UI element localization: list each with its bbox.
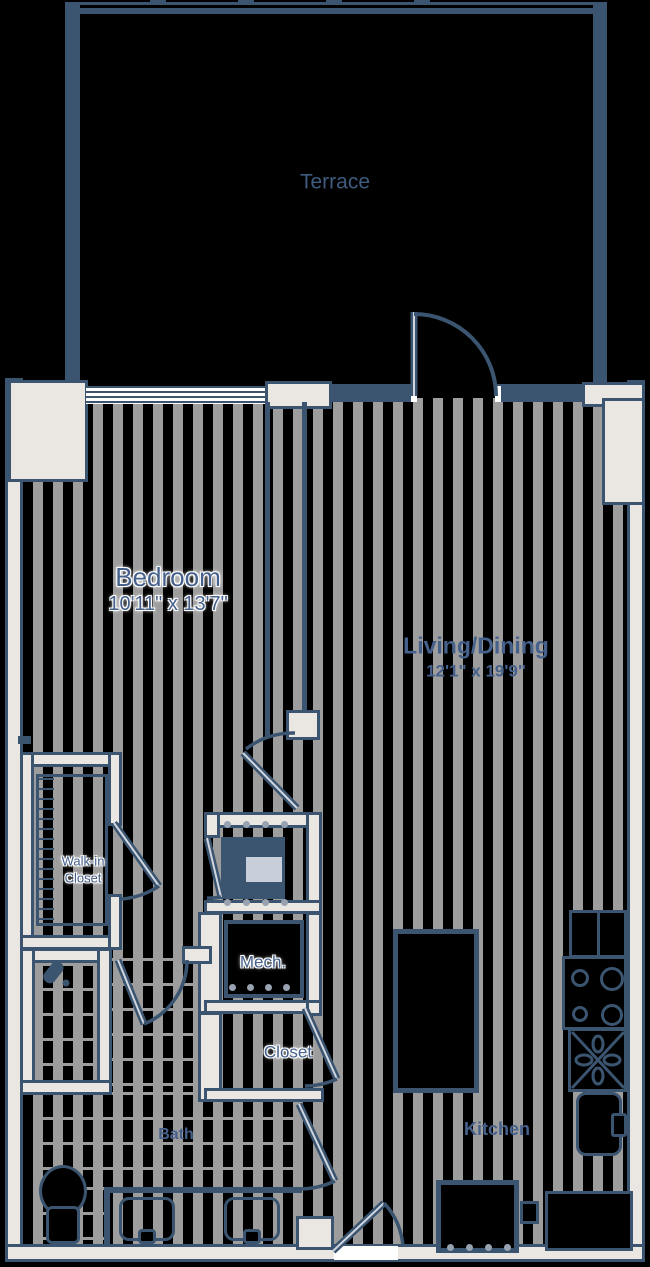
kitchen-faucet bbox=[611, 1113, 627, 1137]
hanger-dot bbox=[243, 899, 250, 906]
living-dining-label: Living/Dining bbox=[403, 632, 549, 659]
stove-burner bbox=[572, 1006, 588, 1022]
living-dining-dimensions: 12'1" x 19'9" bbox=[426, 661, 526, 681]
mech-dot bbox=[229, 984, 236, 991]
bedroom-dimensions: 10'11" x 13'7" bbox=[108, 593, 228, 615]
mech-dot bbox=[265, 984, 272, 991]
kitchen-island bbox=[393, 929, 479, 1093]
divider-wall-jog bbox=[286, 710, 320, 740]
hall-closet-door bbox=[301, 1006, 341, 1088]
closet-label: Closet bbox=[263, 1042, 313, 1062]
walkin-closet-door bbox=[111, 820, 162, 901]
refrigerator bbox=[436, 1180, 519, 1253]
shower-head-icon bbox=[43, 961, 70, 987]
entry-door bbox=[330, 1200, 405, 1254]
walkin-shelf bbox=[36, 774, 108, 926]
terrace-railing-tick bbox=[238, 0, 254, 4]
entry-threshold bbox=[334, 1246, 398, 1260]
faucet bbox=[138, 1229, 156, 1244]
terrace-railing-tick bbox=[150, 0, 166, 4]
hanger-dot bbox=[224, 899, 231, 906]
toilet-tank bbox=[46, 1206, 80, 1244]
wall-top-segment bbox=[330, 384, 414, 402]
water-heater bbox=[224, 920, 304, 998]
walkin-closet-label: Closet bbox=[64, 870, 102, 886]
hanger-dot bbox=[243, 821, 250, 828]
mech-dot bbox=[247, 984, 254, 991]
mech-label: Mech. bbox=[239, 952, 287, 972]
wall-tick bbox=[18, 736, 31, 744]
fridge-dot bbox=[504, 1244, 511, 1251]
hanger-dot bbox=[281, 899, 288, 906]
fridge-dot bbox=[466, 1244, 473, 1251]
terrace-wall-left bbox=[65, 2, 80, 384]
bedroom-window bbox=[86, 386, 267, 404]
stove-burner bbox=[600, 967, 624, 991]
laundry-wall bbox=[204, 812, 220, 838]
terrace-wall-right bbox=[593, 2, 607, 384]
bath-label: Bath bbox=[158, 1126, 194, 1143]
hanger-rod-ticks bbox=[39, 778, 54, 922]
stove-burner bbox=[571, 969, 589, 987]
bath-hall-door bbox=[295, 1102, 339, 1191]
terrace-label: Terrace bbox=[299, 170, 371, 194]
wall-corner-block bbox=[8, 380, 88, 482]
dishwasher-x-symbol bbox=[570, 1030, 626, 1090]
shower-wall bbox=[20, 1080, 112, 1095]
hanger-dot bbox=[262, 899, 269, 906]
faucet bbox=[243, 1229, 261, 1244]
bedroom-label: Bedroom bbox=[115, 562, 221, 592]
wall-corner-block bbox=[602, 398, 645, 505]
stove-burner bbox=[601, 1004, 623, 1026]
fridge-dot bbox=[447, 1244, 454, 1251]
hanger-dot bbox=[262, 821, 269, 828]
corner-counter bbox=[545, 1191, 633, 1251]
terrace-door bbox=[410, 312, 498, 397]
vanity-counter-edge bbox=[104, 1187, 302, 1193]
hanger-dot bbox=[281, 821, 288, 828]
kitchen-label: Kitchen bbox=[463, 1119, 531, 1139]
walkin-closet-label: Walk-in bbox=[61, 853, 105, 869]
terrace-door-jamb bbox=[495, 386, 501, 402]
cabinet-divider bbox=[597, 910, 600, 958]
mech-dot bbox=[283, 984, 290, 991]
hanger-dot bbox=[224, 821, 231, 828]
terrace-railing-line bbox=[65, 8, 593, 14]
vanity-counter-edge bbox=[104, 1187, 110, 1244]
bath-door bbox=[114, 958, 189, 1026]
bath-door-jamb bbox=[182, 946, 212, 964]
fridge-dot bbox=[485, 1244, 492, 1251]
refrigerator-handle bbox=[520, 1201, 539, 1224]
washer-dryer-door bbox=[246, 857, 282, 882]
closet-wall bbox=[204, 1088, 324, 1102]
bedroom-door bbox=[240, 731, 300, 811]
terrace-railing-tick bbox=[326, 0, 342, 4]
terrace-railing-tick bbox=[414, 0, 430, 4]
wall-top-segment bbox=[497, 384, 596, 402]
wall-top-block bbox=[265, 381, 332, 409]
laundry-door bbox=[203, 837, 225, 900]
entry-wall-stub bbox=[296, 1216, 334, 1250]
divider-wall-line bbox=[302, 402, 307, 714]
walkin-wall bbox=[108, 894, 122, 950]
closet-wall bbox=[198, 1012, 222, 1102]
divider-wall-line bbox=[265, 402, 270, 738]
